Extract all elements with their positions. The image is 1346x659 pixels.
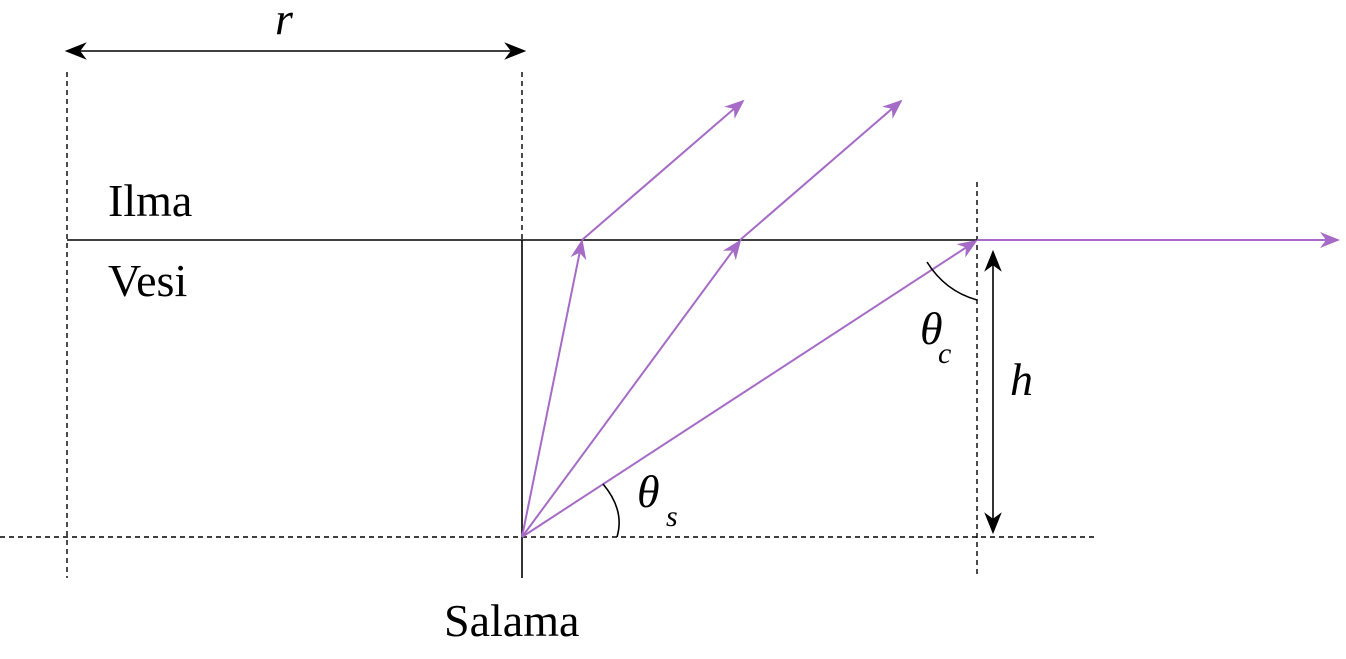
ray-1-water: [521, 239, 587, 538]
ray-3-water: [521, 239, 978, 538]
ray-2-air: [739, 99, 903, 241]
label-source: Salama: [444, 595, 579, 646]
label-water: Vesi: [108, 255, 187, 306]
label-theta-s: θ: [637, 466, 660, 517]
ray-2-water: [521, 239, 742, 538]
critical-angle-arc: [926, 261, 978, 301]
label-theta-c: θ: [920, 303, 943, 354]
label-h: h: [1010, 354, 1033, 405]
ray-1-air: [581, 99, 745, 241]
source-angle-arc: [602, 483, 620, 538]
label-theta-s-sub: s: [666, 500, 678, 533]
label-r: r: [275, 0, 294, 44]
label-theta-c-sub: c: [938, 337, 951, 370]
label-air: Ilma: [108, 175, 192, 226]
